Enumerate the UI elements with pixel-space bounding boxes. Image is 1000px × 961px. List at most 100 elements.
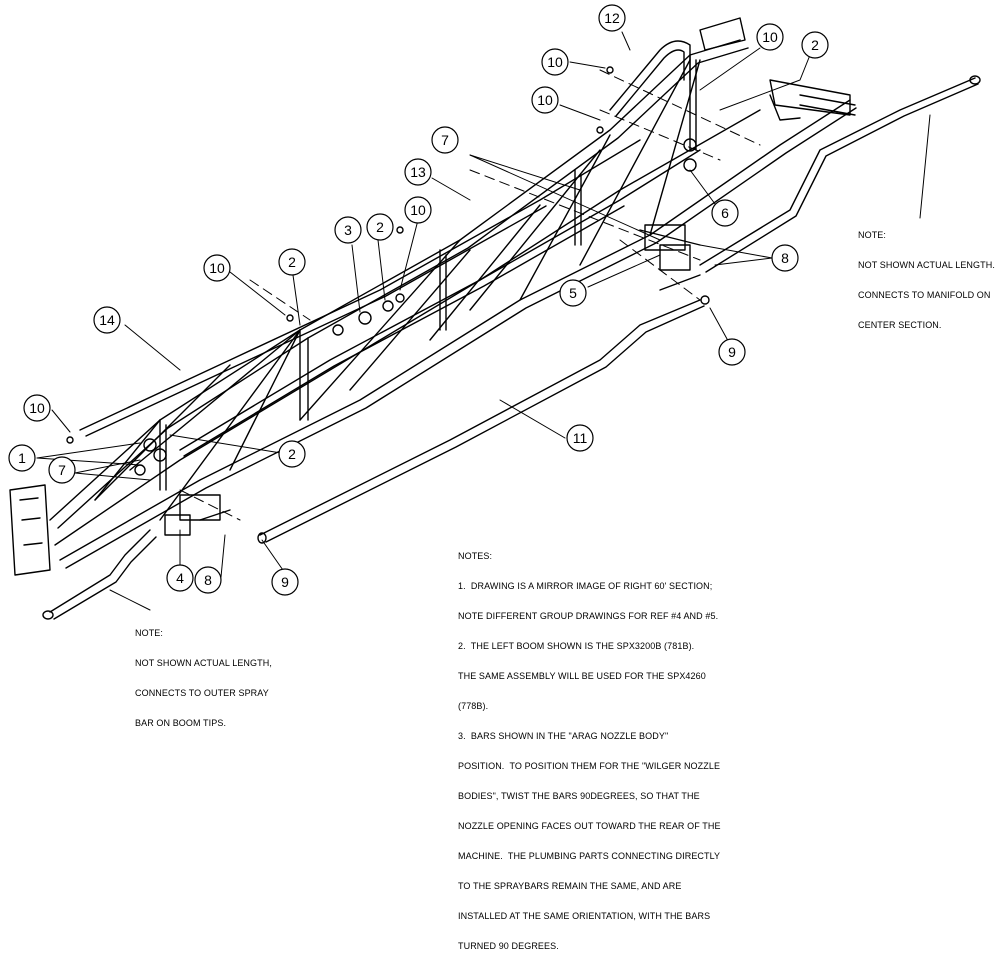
callout-circle xyxy=(271,568,299,596)
leader-lines xyxy=(36,31,931,611)
callout-circle xyxy=(431,126,459,154)
note-line: 1. DRAWING IS A MIRROR IMAGE OF RIGHT 60… xyxy=(458,581,713,591)
callout-14: 14 xyxy=(93,306,121,334)
callout-2: 2 xyxy=(801,31,829,59)
callout-circle xyxy=(711,199,739,227)
note-line: NOTE DIFFERENT GROUP DRAWINGS FOR REF #4… xyxy=(458,611,719,621)
note-line: NOTE: xyxy=(135,628,164,638)
callout-10: 10 xyxy=(203,254,231,282)
callout-circle xyxy=(801,31,829,59)
hose-11 xyxy=(257,299,705,544)
callout-circle xyxy=(278,248,306,276)
hose-to-manifold xyxy=(699,75,981,273)
note-line: TURNED 90 DEGREES. xyxy=(458,941,559,951)
callout-5: 5 xyxy=(559,279,587,307)
callout-12: 12 xyxy=(598,4,626,32)
note-line: NOZZLE OPENING FACES OUT TOWARD THE REAR… xyxy=(458,821,721,831)
callout-circle xyxy=(23,394,51,422)
callout-label: 7 xyxy=(441,132,449,148)
callout-13: 13 xyxy=(404,158,432,186)
callout-label: 2 xyxy=(811,37,819,53)
callout-label: 10 xyxy=(410,202,426,218)
callout-2: 2 xyxy=(366,213,394,241)
callout-circle xyxy=(718,338,746,366)
alignment-lines xyxy=(179,69,761,521)
callout-circle xyxy=(756,23,784,51)
callout-label: 10 xyxy=(547,54,563,70)
callout-8: 8 xyxy=(771,244,799,272)
callout-circle xyxy=(531,86,559,114)
note-line: INSTALLED AT THE SAME ORIENTATION, WITH … xyxy=(458,911,711,921)
callout-2: 2 xyxy=(278,440,306,468)
note-line: (778B). xyxy=(458,701,489,711)
callout-2: 2 xyxy=(278,248,306,276)
note-line: CENTER SECTION. xyxy=(858,320,942,330)
callout-circle xyxy=(771,244,799,272)
note-line: CONNECTS TO OUTER SPRAY xyxy=(135,688,269,698)
callout-label: 2 xyxy=(288,254,296,270)
callout-9: 9 xyxy=(718,338,746,366)
callout-circle xyxy=(203,254,231,282)
callout-circle xyxy=(8,444,36,472)
callout-label: 10 xyxy=(762,29,778,45)
callout-circle xyxy=(404,196,432,224)
note-line: THE SAME ASSEMBLY WILL BE USED FOR THE S… xyxy=(458,671,706,681)
callout-label: 10 xyxy=(209,260,225,276)
callout-label: 14 xyxy=(99,312,115,328)
boom-frame xyxy=(9,17,857,576)
callout-label: 4 xyxy=(176,570,184,586)
callout-label: 10 xyxy=(29,400,45,416)
callout-label: 3 xyxy=(344,222,352,238)
callout-label: 10 xyxy=(537,92,553,108)
callout-circle xyxy=(598,4,626,32)
note-outer-spraybar: NOTE: NOT SHOWN ACTUAL LENGTH, CONNECTS … xyxy=(135,608,272,738)
callout-label: 11 xyxy=(573,430,588,446)
callout-circle xyxy=(93,306,121,334)
note-line: NOTES: xyxy=(458,551,493,561)
callout-circle xyxy=(541,48,569,76)
note-line: NOT SHOWN ACTUAL LENGTH, xyxy=(135,658,272,668)
callout-label: 9 xyxy=(281,574,289,590)
note-center-manifold: NOTE: NOT SHOWN ACTUAL LENGTH. CONNECTS … xyxy=(858,210,995,340)
callout-label: 13 xyxy=(410,164,426,180)
callout-circle xyxy=(566,424,594,452)
note-line: CONNECTS TO MANIFOLD ON xyxy=(858,290,991,300)
hose-to-outer-spraybar xyxy=(42,529,157,620)
callout-label: 2 xyxy=(376,219,384,235)
note-line: NOT SHOWN ACTUAL LENGTH. xyxy=(858,260,995,270)
callout-label: 2 xyxy=(288,446,296,462)
callout-label: 1 xyxy=(18,450,26,466)
callout-label: 8 xyxy=(204,572,212,588)
note-line: POSITION. TO POSITION THEM FOR THE "WILG… xyxy=(458,761,721,771)
callout-label: 5 xyxy=(569,285,577,301)
callout-4: 4 xyxy=(166,564,194,592)
callout-9: 9 xyxy=(271,568,299,596)
callout-7: 7 xyxy=(48,456,76,484)
callout-3: 3 xyxy=(334,216,362,244)
callout-1: 1 xyxy=(8,444,36,472)
callout-circle xyxy=(48,456,76,484)
note-line: TO THE SPRAYBARS REMAIN THE SAME, AND AR… xyxy=(458,881,682,891)
note-line: 2. THE LEFT BOOM SHOWN IS THE SPX3200B (… xyxy=(458,641,695,651)
callout-circle xyxy=(366,213,394,241)
spray-bar xyxy=(179,149,701,457)
callout-circle xyxy=(166,564,194,592)
callout-label: 12 xyxy=(604,10,620,26)
note-line: 3. BARS SHOWN IN THE "ARAG NOZZLE BODY" xyxy=(458,731,669,741)
note-line: NOTE: xyxy=(858,230,887,240)
callout-circle xyxy=(334,216,362,244)
fittings xyxy=(66,66,710,536)
callout-label: 8 xyxy=(781,250,789,266)
callout-10: 10 xyxy=(756,23,784,51)
callout-10: 10 xyxy=(23,394,51,422)
general-notes: NOTES: 1. DRAWING IS A MIRROR IMAGE OF R… xyxy=(458,531,721,961)
callout-10: 10 xyxy=(541,48,569,76)
callout-label: 9 xyxy=(728,344,736,360)
callout-circle xyxy=(559,279,587,307)
note-line: BODIES", TWIST THE BARS 90DEGREES, SO TH… xyxy=(458,791,700,801)
note-line: BAR ON BOOM TIPS. xyxy=(135,718,227,728)
callout-label: 6 xyxy=(721,205,729,221)
callout-circle xyxy=(194,566,222,594)
